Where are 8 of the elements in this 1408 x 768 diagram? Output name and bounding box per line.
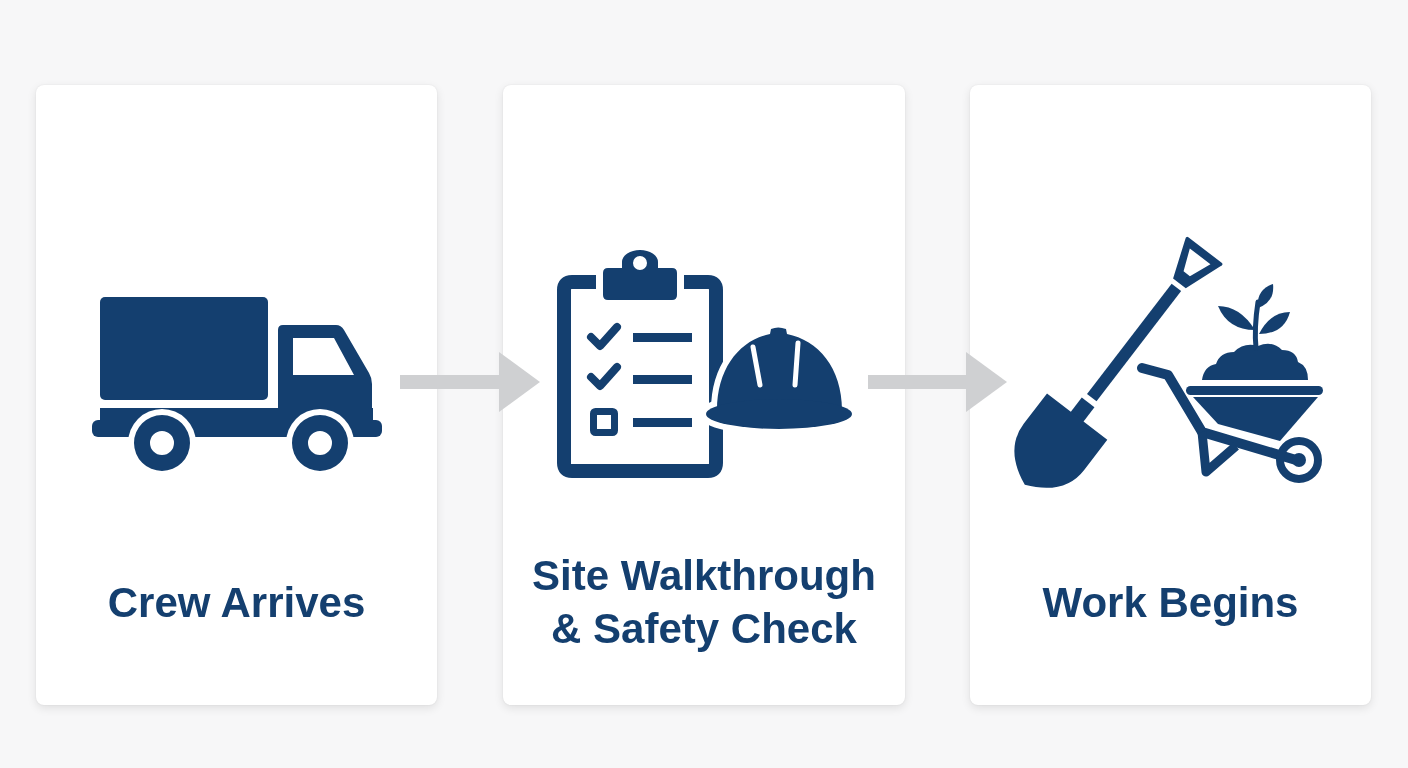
- step-title: Work Begins: [1042, 577, 1299, 628]
- arrow: [868, 352, 1007, 412]
- step-title: Crew Arrives: [107, 577, 366, 628]
- step-card: [503, 85, 905, 705]
- arrow: [400, 352, 540, 412]
- step-title: Site Walkthrough & Safety Check: [531, 551, 877, 654]
- step-card: [970, 85, 1371, 705]
- step-card: [36, 85, 437, 705]
